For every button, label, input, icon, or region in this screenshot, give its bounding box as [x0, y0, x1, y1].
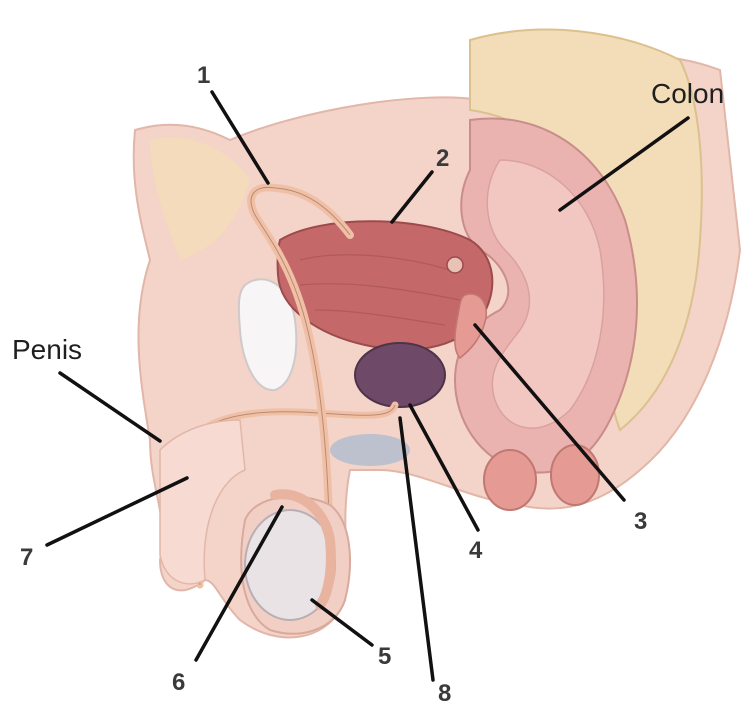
label-penis: Penis: [12, 336, 82, 364]
label-8: 8: [438, 682, 451, 704]
ureter-opening: [447, 257, 463, 273]
label-6: 6: [172, 671, 185, 695]
label-5: 5: [378, 645, 391, 669]
label-4: 4: [469, 539, 482, 563]
label-colon: Colon: [651, 80, 724, 108]
anal-sphincter-left: [484, 450, 536, 510]
label-3: 3: [634, 510, 647, 534]
prostate: [355, 343, 445, 407]
anal-sphincter-right: [551, 445, 599, 505]
label-7: 7: [20, 546, 33, 570]
label-2: 2: [436, 147, 449, 171]
bulb-tint: [330, 434, 410, 466]
label-1: 1: [197, 64, 210, 88]
